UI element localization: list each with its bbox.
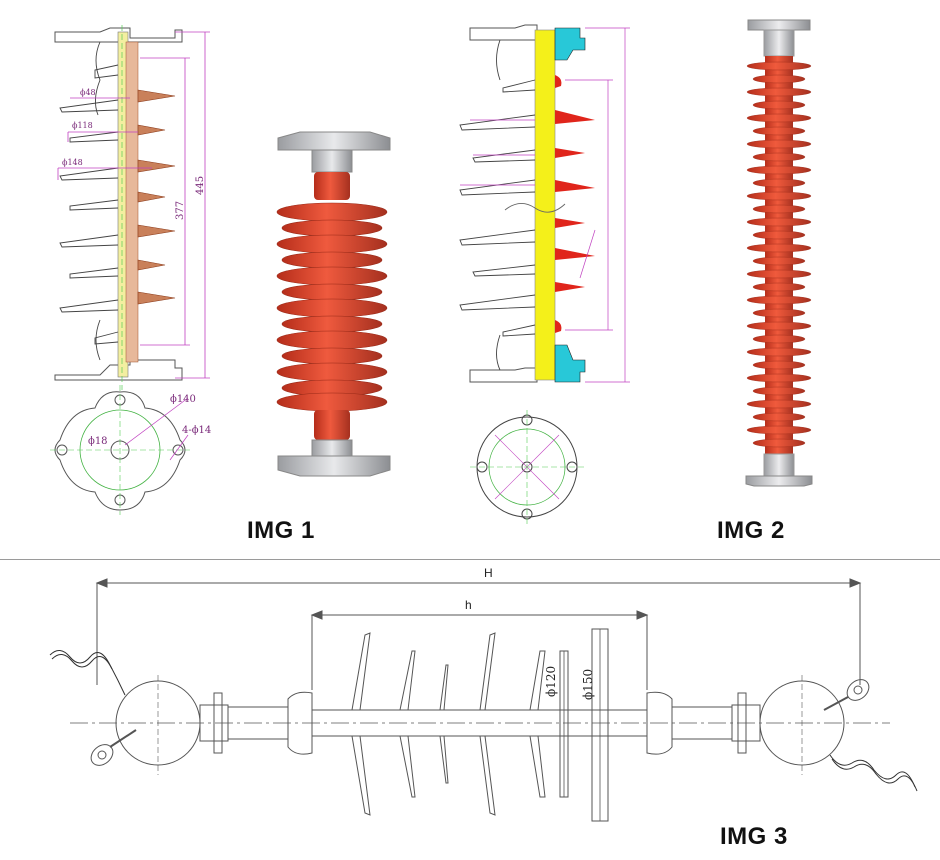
img3-dim-150: ϕ150 bbox=[581, 669, 595, 700]
shed bbox=[746, 139, 812, 149]
img1-flange-plan bbox=[50, 385, 190, 515]
img3-dim-h: h bbox=[465, 598, 472, 612]
img1-flange-bore-dim: ϕ18 bbox=[88, 436, 108, 447]
img1-flange-outer-dim: ϕ140 bbox=[170, 394, 196, 405]
img1-dim-48: ϕ48 bbox=[80, 88, 96, 97]
img2-sheds bbox=[746, 61, 812, 448]
img3-label: IMG 3 bbox=[720, 823, 788, 850]
img1-technical-drawing: ϕ48 ϕ118 ϕ148 377 445 ϕ140 ϕ18 4-ϕ14 bbox=[50, 25, 211, 515]
shed bbox=[746, 425, 812, 435]
shed bbox=[752, 438, 806, 448]
shed bbox=[752, 282, 806, 292]
shed bbox=[746, 269, 812, 279]
shed bbox=[752, 360, 806, 370]
img2-flange-plan bbox=[470, 410, 585, 525]
shed bbox=[746, 295, 812, 305]
shed bbox=[752, 412, 806, 422]
shed bbox=[746, 399, 812, 409]
shed bbox=[752, 126, 806, 136]
shed bbox=[752, 256, 806, 266]
shed bbox=[746, 165, 812, 175]
shed bbox=[746, 243, 812, 253]
img2-label: IMG 2 bbox=[717, 517, 785, 544]
shed bbox=[746, 113, 812, 123]
shed bbox=[746, 347, 812, 357]
shed bbox=[746, 87, 812, 97]
shed bbox=[752, 178, 806, 188]
shed bbox=[752, 74, 806, 84]
img1-dim-148: ϕ148 bbox=[62, 158, 83, 167]
img2-insulator-photo bbox=[745, 19, 813, 487]
img3-technical-drawing: H h ϕ120 ϕ150 bbox=[49, 566, 918, 822]
shed bbox=[746, 373, 812, 383]
section-divider bbox=[0, 559, 940, 560]
shed bbox=[752, 308, 806, 318]
img1-flange-holes-dim: 4-ϕ14 bbox=[182, 425, 211, 436]
shed bbox=[752, 100, 806, 110]
img1-dim-118: ϕ118 bbox=[72, 121, 93, 130]
img3-dim-120: ϕ120 bbox=[544, 666, 558, 697]
img1-dim-445: 445 bbox=[195, 176, 206, 195]
shed bbox=[752, 334, 806, 344]
img3-dim-H: H bbox=[484, 566, 493, 580]
img2-technical-drawing bbox=[459, 24, 630, 525]
img1-insulator-photo bbox=[276, 131, 391, 477]
shed bbox=[746, 217, 812, 227]
shed bbox=[752, 152, 806, 162]
shed bbox=[746, 61, 812, 71]
shed bbox=[752, 230, 806, 240]
shed bbox=[746, 321, 812, 331]
img1-dim-377: 377 bbox=[175, 201, 186, 220]
shed bbox=[752, 204, 806, 214]
shed bbox=[746, 191, 812, 201]
img1-label: IMG 1 bbox=[247, 517, 315, 544]
shed bbox=[752, 386, 806, 396]
